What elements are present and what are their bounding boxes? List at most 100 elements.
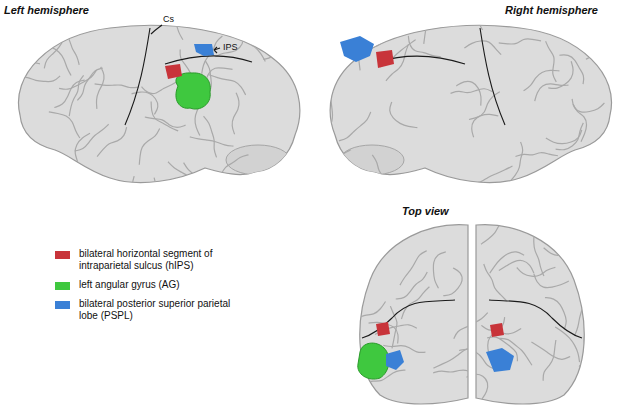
gyrus-fold xyxy=(559,55,583,84)
gyrus-fold xyxy=(263,30,293,59)
gyrus-fold xyxy=(353,234,373,270)
activation-regions xyxy=(165,36,514,379)
gyrus-fold xyxy=(534,233,544,276)
gyrus-fold xyxy=(234,30,265,62)
gyrus-fold xyxy=(0,52,40,64)
gyrus-fold xyxy=(443,268,462,296)
gyrus-fold xyxy=(132,176,153,209)
gyrus-fold xyxy=(139,129,159,165)
gyrus-fold xyxy=(97,127,126,156)
panel-title: Left hemisphere xyxy=(4,4,89,17)
gyrus-fold xyxy=(535,84,569,101)
gyrus-fold xyxy=(433,370,474,376)
pspl-region xyxy=(486,348,514,372)
ag-region xyxy=(176,73,210,109)
legend-text: left angular gyrus (AG) xyxy=(79,279,239,291)
gyrus-fold xyxy=(303,156,338,171)
gyrus-fold xyxy=(433,252,445,288)
gyrus-fold xyxy=(215,31,243,56)
pspl-region xyxy=(386,350,404,370)
gyrus-fold xyxy=(184,163,211,197)
gyrus-fold xyxy=(542,28,581,37)
legend-swatch xyxy=(55,282,70,290)
gyrus-fold xyxy=(433,347,472,368)
gyrus-fold xyxy=(396,272,428,299)
gyrus-fold xyxy=(484,264,507,301)
hips-region xyxy=(376,50,394,68)
hips-region xyxy=(165,64,182,79)
gyrus-fold xyxy=(75,133,90,170)
sulcus-label: Cs xyxy=(162,14,175,24)
gyrus-fold xyxy=(478,0,489,30)
legend-swatch xyxy=(55,251,70,259)
gyrus-fold xyxy=(365,383,381,411)
legend-text: bilateral horizontal segment of intrapar… xyxy=(79,248,239,272)
gyrus-fold xyxy=(220,155,249,184)
gyrus-fold xyxy=(546,130,582,144)
gyrus-fold xyxy=(499,39,541,44)
gyrus-fold xyxy=(456,81,481,105)
gyrus-fold xyxy=(567,24,604,45)
gyrus-fold xyxy=(534,274,569,288)
ag-region xyxy=(358,343,389,379)
gyrus-fold xyxy=(383,345,425,352)
legend-entry: left angular gyrus (AG) xyxy=(55,279,239,291)
gyrus-fold xyxy=(556,234,594,243)
brain-outline xyxy=(476,225,584,404)
gyrus-fold xyxy=(531,342,570,359)
intraparietal-sulcus xyxy=(165,56,252,64)
gyrus-fold xyxy=(612,147,629,179)
legend-entry: bilateral posterior superior parietal lo… xyxy=(55,298,239,322)
hips-region xyxy=(376,322,390,336)
gyrus-fold xyxy=(574,255,614,271)
gyrus-fold xyxy=(148,178,156,220)
gyrus-fold xyxy=(454,313,488,339)
gyrus-fold xyxy=(572,99,604,112)
gyrus-fold xyxy=(544,248,582,262)
gyrus-fold xyxy=(168,162,206,178)
gyrus-fold xyxy=(543,340,556,381)
gyrus-fold xyxy=(515,153,557,157)
gyrus-fold xyxy=(499,260,534,273)
cerebellum xyxy=(340,145,404,175)
central-sulcus xyxy=(489,300,582,338)
legend: bilateral horizontal segment of intrapar… xyxy=(55,248,239,329)
gyrus-fold xyxy=(490,252,524,273)
brain-outline xyxy=(330,25,611,182)
arrowhead xyxy=(214,47,217,53)
gyrus-fold xyxy=(157,5,183,39)
gyrus-fold xyxy=(54,80,84,107)
gyrus-fold xyxy=(451,89,493,94)
pspl-region xyxy=(194,44,214,56)
hips-region xyxy=(490,323,504,337)
leader-line xyxy=(151,25,162,34)
gyrus-fold xyxy=(142,80,180,93)
gyrus-fold xyxy=(608,140,629,152)
gyrus-fold xyxy=(328,85,332,129)
pspl-region xyxy=(340,36,374,62)
gyrus-fold xyxy=(546,41,557,82)
sulcus-label: IPS xyxy=(222,42,239,52)
gyrus-fold xyxy=(517,267,556,276)
gyrus-fold xyxy=(204,116,217,157)
central-sulcus xyxy=(125,28,150,125)
gyrus-fold xyxy=(372,155,396,192)
gyrus-fold xyxy=(586,22,603,59)
gyrus-fold xyxy=(232,93,239,135)
gyrus-fold xyxy=(390,102,418,128)
gyrus-fold xyxy=(466,374,487,399)
gyrus-fold xyxy=(348,301,385,321)
gyrus-fold xyxy=(481,210,504,244)
gyrus-fold xyxy=(96,67,104,109)
gyrus-fold xyxy=(209,75,246,95)
gyrus-fold xyxy=(509,142,522,182)
central-sulcus xyxy=(480,28,505,125)
brain-outline xyxy=(18,25,299,182)
legend-entry: bilateral horizontal segment of intrapar… xyxy=(55,248,239,272)
gyrus-fold xyxy=(579,328,591,366)
gyrus-fold xyxy=(453,0,482,26)
gyrus-fold xyxy=(77,68,102,100)
gyrus-fold xyxy=(469,92,500,120)
